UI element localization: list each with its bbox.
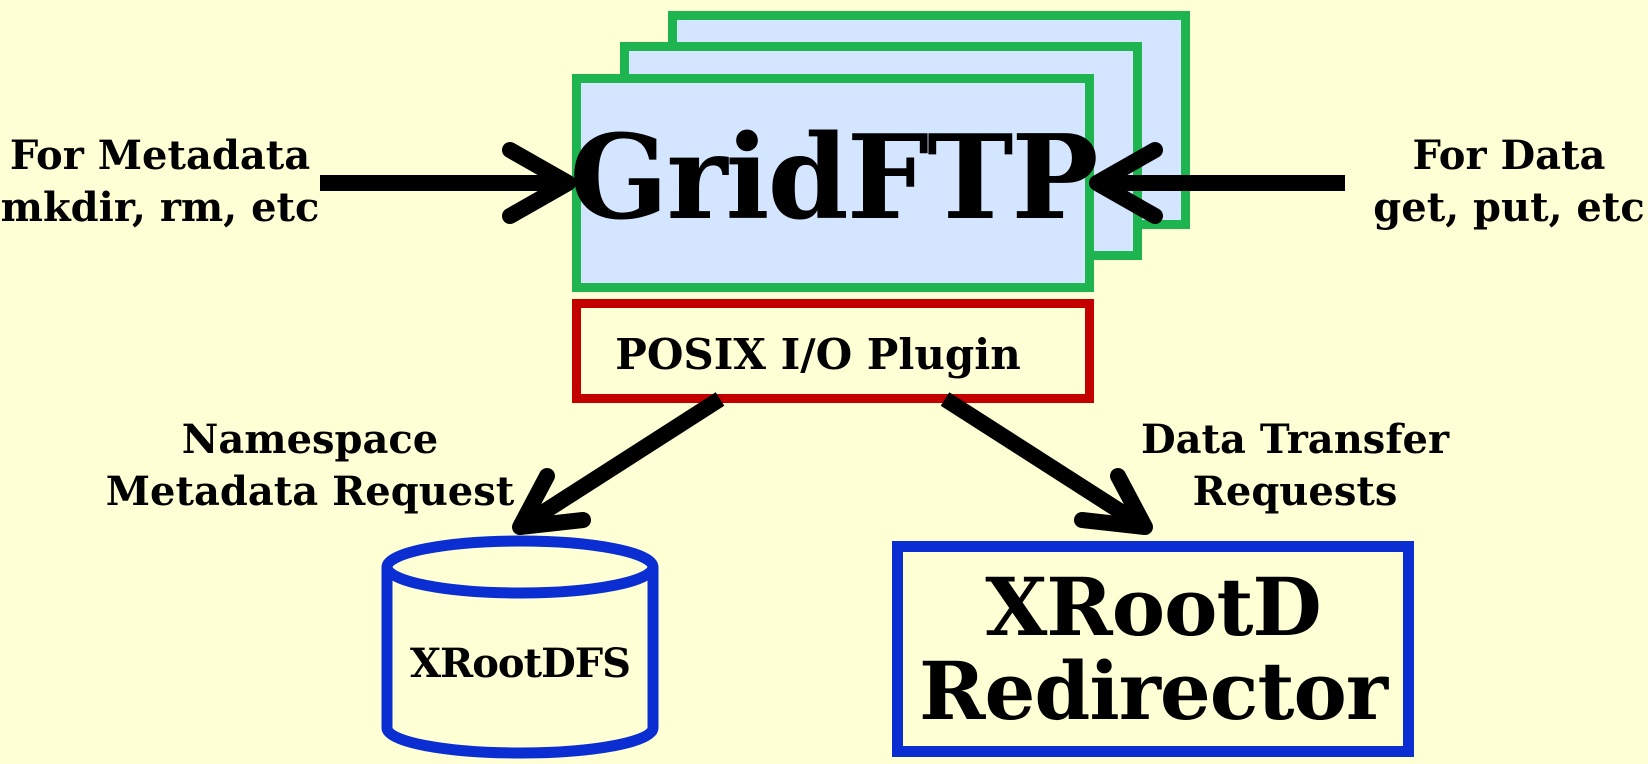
posix-plugin-box: POSIX I/O Plugin: [572, 299, 1094, 403]
data-transfer-label: Data Transfer Requests: [1125, 414, 1465, 518]
data-transfer-arrow: [940, 392, 1153, 535]
posix-plugin-label: POSIX I/O Plugin: [615, 329, 1021, 379]
data-label-line2: get, put, etc: [1373, 184, 1645, 231]
xrootd-redirector-box: XRootD Redirector: [892, 541, 1414, 757]
namespace-request-arrow: [512, 392, 725, 535]
metadata-label-line2: mkdir, rm, etc: [0, 184, 320, 231]
metadata-operations-label: For Metadata mkdir, rm, etc: [0, 130, 320, 234]
redirector-title-line2: Redirector: [919, 644, 1388, 738]
data-label-line1: For Data: [1412, 132, 1606, 179]
metadata-input-arrow: [320, 142, 576, 224]
namespace-label-line2: Metadata Request: [105, 468, 515, 515]
xrootdfs-label: XRootDFS: [409, 640, 631, 687]
gridftp-box: GridFTP: [569, 74, 1099, 292]
data-operations-label: For Data get, put, etc: [1370, 130, 1648, 234]
namespace-request-label: Namespace Metadata Request: [100, 414, 520, 518]
transfer-label-line2: Requests: [1192, 468, 1398, 515]
data-input-arrow: [1089, 142, 1345, 224]
redirector-title-line1: XRootD: [985, 560, 1322, 654]
namespace-label-line1: Namespace: [181, 416, 439, 463]
xrootdfs-database-icon: [381, 535, 659, 759]
transfer-label-line1: Data Transfer: [1140, 416, 1450, 463]
metadata-label-line1: For Metadata: [9, 132, 311, 179]
gridftp-title: GridFTP: [569, 110, 1098, 246]
